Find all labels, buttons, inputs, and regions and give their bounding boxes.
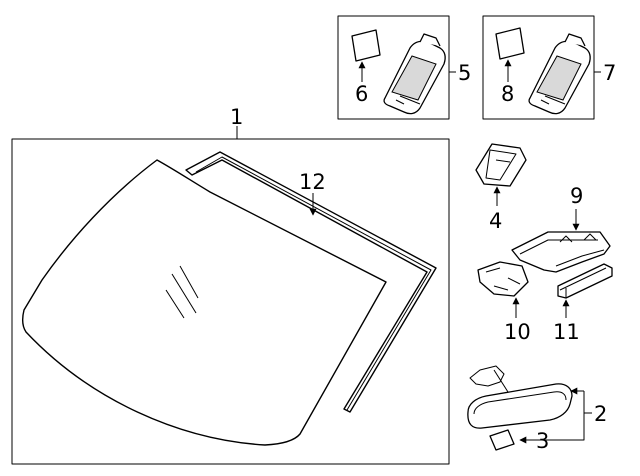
windshield-frame-box (11, 138, 450, 465)
adhesive-pad-8 (495, 27, 525, 60)
callout-2: 2 (594, 402, 607, 426)
windshield-glass (21, 159, 387, 446)
rain-sensor-7 (528, 33, 591, 115)
windshield-group: 1 12 (11, 105, 450, 465)
rain-sensor-5 (383, 33, 446, 115)
callout-10: 10 (504, 320, 531, 344)
moulding-inner-edge (195, 156, 432, 411)
rearview-mirror-2: 2 (467, 365, 607, 429)
callout-12: 12 (299, 170, 326, 194)
mirror-pad-3: 3 (489, 413, 585, 453)
sensor-cover-9: 9 (511, 184, 611, 273)
callout-6: 6 (355, 82, 368, 106)
mirror-wiring (469, 365, 505, 387)
box-7-frame (482, 15, 595, 120)
cover-piece-10: 10 (477, 261, 531, 344)
callout-3-arrow (519, 413, 585, 444)
glass-reflection-lines (165, 265, 199, 319)
callout-1: 1 (230, 105, 243, 129)
callout-8: 8 (501, 82, 514, 106)
module-box-5: 5 6 (337, 15, 471, 120)
callout-4: 4 (489, 209, 502, 233)
callout-11: 11 (553, 320, 580, 344)
callout-3: 3 (536, 429, 549, 453)
module-box-7: 7 8 (482, 15, 616, 120)
windshield-moulding (185, 151, 437, 413)
callout-9: 9 (570, 184, 583, 208)
box-5-frame (337, 15, 450, 120)
adhesive-pad-6 (351, 29, 381, 62)
callout-5: 5 (458, 61, 471, 85)
callout-7: 7 (603, 61, 616, 85)
trim-strip-11: 11 (553, 263, 613, 344)
mirror-bracket-4: 4 (475, 143, 527, 233)
